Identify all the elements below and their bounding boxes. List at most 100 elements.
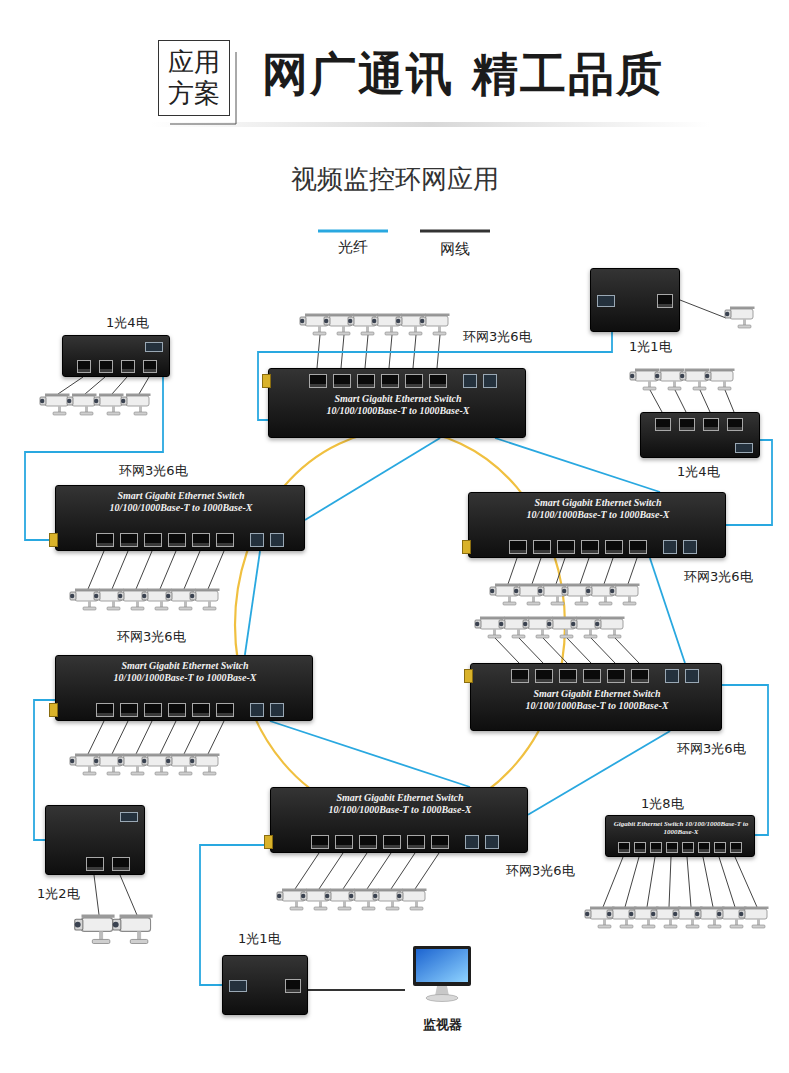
fiber-socket (463, 374, 477, 388)
camera-wire (532, 558, 541, 584)
rj45-port (359, 835, 377, 849)
rj45-port (557, 540, 575, 554)
rj45-port (96, 703, 114, 717)
media-converter: 1光4电 (62, 335, 170, 377)
fiber-socket (250, 703, 264, 717)
rj45-port (431, 835, 449, 849)
media-converter: 1光1电 (590, 268, 680, 332)
camera-wire (687, 857, 691, 907)
legend-samples (318, 231, 490, 232)
camera-icon (75, 914, 115, 943)
rj45-port (679, 418, 695, 431)
camera-wire (519, 638, 543, 663)
rj45-port (533, 540, 551, 554)
camera-wire (88, 721, 104, 754)
fiber-socket (735, 443, 753, 453)
camera-wire (343, 853, 367, 889)
camera-wire (495, 638, 519, 663)
camera-icon (420, 314, 450, 336)
ring-switch: 环网3光6电Smart Gigabit Ethernet Switch 10/1… (270, 787, 528, 853)
rj45-port (120, 533, 138, 547)
fiber-link (495, 438, 660, 492)
rj45-port (285, 979, 301, 993)
sfp-module (462, 540, 471, 554)
device-label: 1光1电 (629, 339, 672, 354)
fiber-link (305, 438, 440, 520)
camera-icon (705, 369, 735, 391)
rj45-port (698, 842, 710, 853)
rj45-port (581, 540, 599, 554)
rj45-port (631, 669, 649, 683)
rj45-port (583, 669, 601, 683)
rj45-port (682, 842, 694, 853)
camera-wire (725, 390, 734, 412)
camera-wire (85, 377, 105, 394)
camera-wire (88, 551, 104, 589)
rj45-port (121, 360, 135, 373)
media-converter: 1光8电Gigabit Ethernet Switch 10/100/1000B… (605, 815, 755, 857)
camera-wire (112, 377, 127, 394)
media-converter: 1光2电 (45, 805, 145, 875)
rj45-port (333, 374, 351, 388)
fiber-socket (685, 669, 699, 683)
camera-wire (580, 558, 589, 584)
device-label: 1光4电 (677, 464, 720, 479)
rj45-port (143, 360, 157, 373)
camera-wire (556, 558, 565, 584)
fiber-socket (465, 835, 479, 849)
rj45-port (629, 540, 647, 554)
device-label: 环网3光6电 (119, 463, 188, 478)
camera-wire (160, 551, 176, 589)
media-converter: 1光1电 (222, 955, 308, 1015)
sfp-module (262, 374, 271, 388)
camera-wire (603, 857, 623, 907)
device-label: 1光2电 (37, 886, 80, 901)
device-print: Smart Gigabit Ethernet Switch 10/100/100… (298, 393, 498, 417)
camera-wire (120, 875, 137, 915)
device-label: 环网3光6电 (677, 741, 746, 756)
ring-switch: 环网3光6电Smart Gigabit Ethernet Switch 10/1… (55, 655, 313, 721)
camera-wire (94, 875, 99, 915)
camera-wire (367, 853, 391, 889)
camera-icon (67, 394, 97, 416)
rj45-port (96, 533, 114, 547)
camera-icon (190, 589, 220, 611)
device-label: 环网3光6电 (684, 569, 753, 584)
rj45-port (714, 842, 726, 853)
legend-text: 光纤 (313, 238, 393, 257)
rj45-port (381, 374, 399, 388)
rj45-port (192, 533, 210, 547)
camera-icon (739, 907, 769, 929)
camera-wire (615, 638, 639, 663)
rj45-port (730, 842, 742, 853)
camera-icon (725, 307, 755, 329)
rj45-port (112, 857, 130, 871)
device-label: 环网3光6电 (117, 629, 186, 644)
rj45-port (311, 835, 329, 849)
camera-icon (40, 394, 70, 416)
camera-icon (113, 914, 153, 943)
device-print: Smart Gigabit Ethernet Switch 10/100/100… (85, 660, 285, 684)
camera-wire (208, 551, 224, 589)
header-text: 应用 方案 (166, 47, 222, 108)
camera-wire (391, 853, 415, 889)
rj45-port (650, 842, 662, 853)
sfp-module (49, 533, 58, 547)
camera-wire (112, 721, 128, 754)
fiber-socket (250, 533, 264, 547)
device-label: 环网3光6电 (506, 863, 575, 878)
camera-wire (735, 857, 757, 907)
subtitle: 视频监控环网应用 (0, 162, 789, 197)
rj45-port (144, 533, 162, 547)
rj45-port (407, 835, 425, 849)
monitor-label: 监视器 (405, 1017, 480, 1033)
page-title: 网广通讯 精工品质 (262, 44, 664, 106)
rj45-port (192, 703, 210, 717)
rj45-port (511, 669, 529, 683)
fiber-socket (683, 540, 697, 554)
legend-line (318, 230, 388, 233)
rj45-port (405, 374, 423, 388)
camera-wire (184, 721, 200, 754)
rj45-port (655, 418, 671, 431)
rj45-port (216, 703, 234, 717)
